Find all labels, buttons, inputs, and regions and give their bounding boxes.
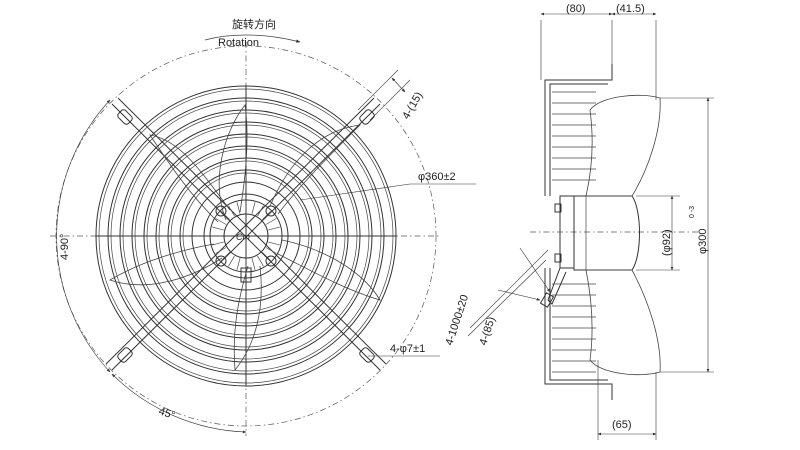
hub-fin bbox=[262, 252, 271, 261]
hub-fin bbox=[215, 247, 227, 254]
hub-fin bbox=[251, 202, 256, 214]
hub-fin bbox=[265, 247, 277, 254]
hub-fin bbox=[212, 241, 224, 246]
hub-fin bbox=[268, 226, 280, 231]
dim-offset-angle: 45° bbox=[157, 405, 177, 422]
rotation-label-en: Rotation bbox=[218, 37, 259, 49]
dim-mount-angle: 4-90° bbox=[59, 234, 71, 260]
dim-mount-holes: 4-φ7±1 bbox=[390, 343, 425, 355]
hub-fin bbox=[236, 258, 241, 270]
hub-fin bbox=[215, 218, 227, 225]
hub-fin bbox=[251, 258, 256, 270]
dim-cable-offset: 4-(85) bbox=[477, 315, 497, 347]
mounting-tabs bbox=[117, 109, 375, 363]
hub-fin bbox=[221, 252, 230, 261]
dim-depth-total: (80) bbox=[566, 3, 586, 15]
dim-depth-front: (41.5) bbox=[616, 3, 645, 15]
hub-fin bbox=[257, 205, 264, 217]
hub-fin bbox=[228, 255, 235, 267]
dim-hole-spacing: 4-(15) bbox=[400, 90, 425, 121]
hub-fin bbox=[265, 218, 277, 225]
dim-motor-diameter: (φ92) bbox=[661, 229, 673, 256]
dim-fan-diameter: φ300 bbox=[697, 229, 709, 255]
logo: Cm bbox=[236, 232, 250, 242]
rotation-arrow bbox=[204, 34, 301, 43]
hub-fin bbox=[221, 211, 230, 220]
dim-guard-diameter: φ360±2 bbox=[418, 171, 456, 183]
hub-fin bbox=[212, 226, 224, 231]
hub-fin bbox=[236, 202, 241, 214]
dim-cable-length: 4-1000±20 bbox=[443, 293, 471, 347]
front-view: Cm 旋转方向 Rotation 4-(15) φ360±2 4-φ7±1 4-… bbox=[50, 17, 476, 436]
motor-hub: Cm bbox=[203, 193, 289, 292]
guard-struts bbox=[96, 86, 396, 386]
hub-fin bbox=[262, 211, 271, 220]
dim-fan-diameter-tolerance: 0 -3 bbox=[689, 206, 696, 218]
rotation-label-cn: 旋转方向 bbox=[232, 17, 276, 31]
hub-fin bbox=[228, 205, 235, 217]
dim-bottom-depth: (65) bbox=[612, 419, 632, 431]
hub-fin bbox=[257, 255, 264, 267]
guard-ribs bbox=[552, 91, 596, 373]
hub-fin bbox=[268, 241, 280, 246]
side-view: (80) (41.5) (φ92) φ300 0 -3 4-1000±20 4-… bbox=[443, 3, 714, 440]
